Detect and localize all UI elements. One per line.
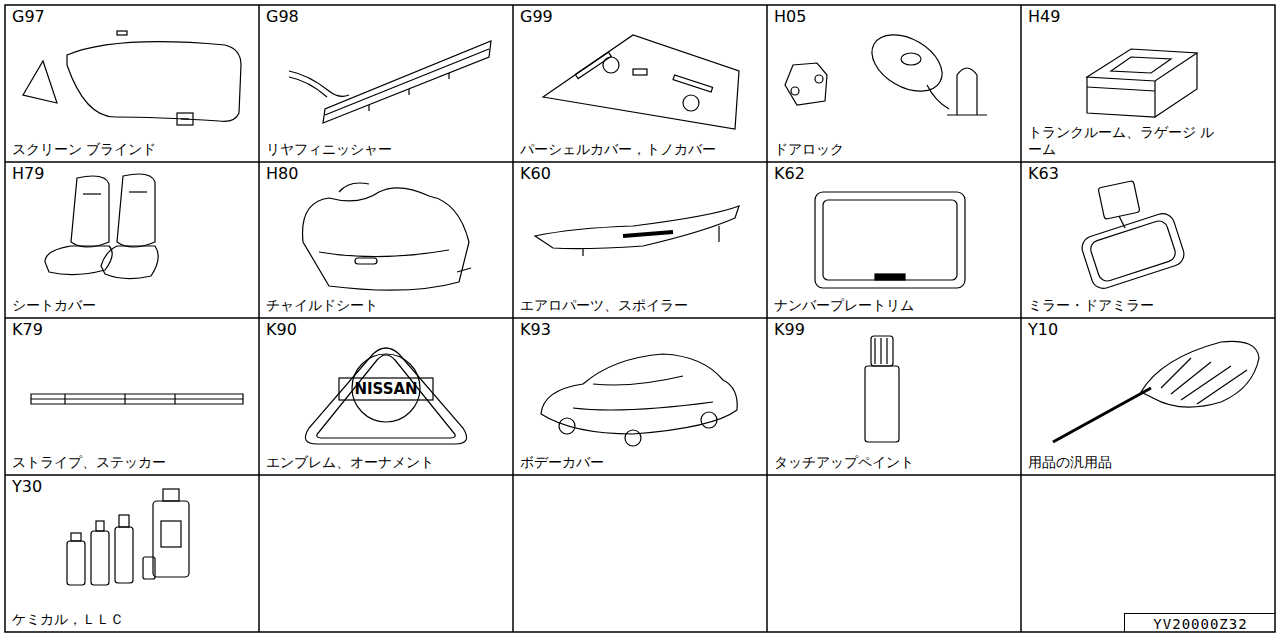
part-code: Y30 [12,478,42,496]
part-name: ナンバープレートリム [774,297,914,314]
part-code: Y10 [1028,321,1058,339]
part-cell: Y10 用品の汎用品 [1021,318,1275,475]
part-name: ミラー・ドアミラー [1028,297,1154,314]
part-name: タッチアップペイント [774,454,914,471]
touch-up-paint-drawing [865,336,899,442]
part-cell: G97 スクリーン ブラインド [5,5,259,162]
part-name: シートカバー [12,297,96,314]
part-cell: H05 ドアロック [767,5,1021,162]
part-cell: G98 リヤフィニッシャー [259,5,513,162]
part-name: ドアロック [774,141,844,158]
emblem-drawing [305,348,466,444]
part-cell: K60 エアロパーツ、スポイラー [513,162,767,318]
part-name: エンブレム、オーナメント [266,454,434,471]
part-cell: K93 ボデーカバー [513,318,767,475]
spoiler-drawing [535,206,739,256]
part-name: ボデーカバー [520,454,604,471]
part-cell: H79 シートカバー [5,162,259,318]
part-name: パーシェルカバー，トノカバー [520,141,716,158]
body-cover-drawing [541,354,737,446]
part-name: リヤフィニッシャー [266,141,392,158]
mirror-drawing [1079,181,1187,292]
part-name: ケミカル，ＬＬＣ [12,611,124,628]
child-seat-drawing [303,183,471,290]
part-cell: K99 タッチアップペイント [767,318,1021,475]
drawing-number-box: YV20000Z32 [1124,613,1275,632]
plate-trim-drawing [815,192,965,288]
part-code: K93 [520,321,551,339]
part-name: 用品の汎用品 [1028,454,1112,471]
part-name: チャイルドシート [266,297,378,314]
seat-cover-drawing [45,174,158,279]
grid-lines [5,5,1275,632]
part-cell: Y30 ケミカル，ＬＬＣ [5,475,259,632]
part-cell: H80 チャイルドシート [259,162,513,318]
drawing-number: YV20000Z32 [1153,616,1247,632]
part-code: G99 [520,8,553,26]
part-code: G98 [266,8,299,26]
screen-blind-drawing [23,31,241,125]
part-code: K62 [774,165,805,183]
parcel-shelf-drawing [543,35,739,129]
part-cell: K79 ストライプ、ステッカー [5,318,259,475]
emblem-text: NISSAN [354,381,417,398]
trunk-box-drawing [1087,49,1197,117]
part-cell: H49 トランクルーム、ラゲージ ルーム [1021,5,1275,162]
part-name: スクリーン ブラインド [12,141,156,158]
part-code: G97 [12,8,45,26]
part-code: K79 [12,321,43,339]
part-name: ストライプ、ステッカー [12,454,166,471]
part-cell: K63 ミラー・ドアミラー [1021,162,1275,318]
stripe-drawing [31,394,243,404]
part-code: H79 [12,165,44,183]
part-code: H49 [1028,8,1060,26]
duster-drawing [1053,341,1259,442]
rear-finisher-drawing [289,41,491,123]
part-code: K63 [1028,165,1059,183]
part-code: K99 [774,321,805,339]
part-cell: K62 ナンバープレートリム [767,162,1021,318]
part-code: K90 [266,321,297,339]
part-name: トランクルーム、ラゲージ ルーム [1028,124,1218,158]
part-code: H80 [266,165,298,183]
part-code: H05 [774,8,806,26]
chemical-bottles-drawing [67,489,189,585]
part-name: エアロパーツ、スポイラー [520,297,688,314]
door-lock-drawing [785,23,987,115]
part-code: K60 [520,165,551,183]
part-cell: G99 パーシェルカバー，トノカバー [513,5,767,162]
